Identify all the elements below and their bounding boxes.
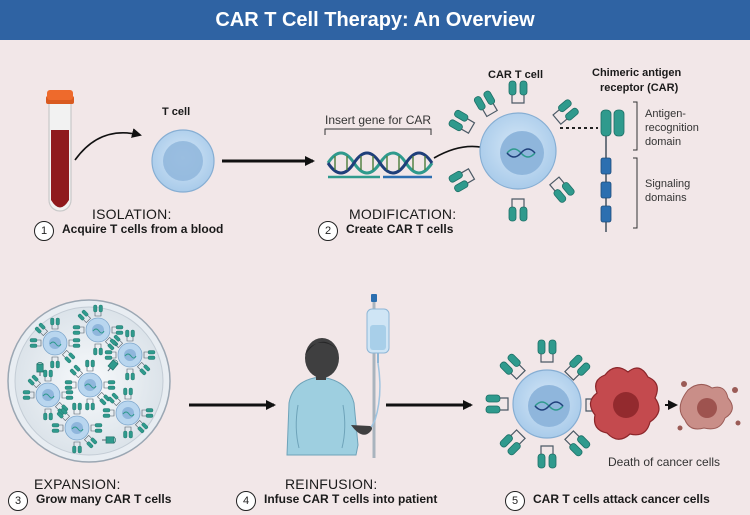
car-t-cell-icon bbox=[447, 80, 581, 222]
antigen-label-2: recognition bbox=[645, 122, 699, 134]
insert-gene-bracket bbox=[324, 128, 432, 135]
signaling-bracket bbox=[633, 157, 638, 229]
iv-bag-icon bbox=[366, 294, 390, 458]
step5-desc: CAR T cells attack cancer cells bbox=[533, 492, 710, 506]
step1-title: ISOLATION: bbox=[92, 206, 172, 222]
step2-title: MODIFICATION: bbox=[349, 206, 457, 222]
car-t-cell-label: CAR T cell bbox=[488, 69, 544, 81]
t-cell-icon bbox=[151, 129, 215, 193]
step3-number: 3 bbox=[8, 491, 28, 511]
step1-desc: Acquire T cells from a blood bbox=[62, 222, 224, 236]
signaling-label-1: Signaling bbox=[645, 178, 691, 190]
step4-number: 4 bbox=[236, 491, 256, 511]
car-receptor-icon bbox=[600, 109, 625, 232]
blood-tube-icon bbox=[46, 90, 74, 212]
attacking-car-t-cell-icon bbox=[485, 339, 609, 469]
step2-number: 2 bbox=[318, 221, 338, 241]
antigen-label-1: Antigen- bbox=[645, 108, 686, 120]
car-header-line1: Chimeric antigen bbox=[592, 67, 682, 79]
step2-desc: Create CAR T cells bbox=[346, 222, 454, 236]
dna-helix-icon bbox=[326, 151, 434, 179]
tube-to-cell-arrow bbox=[74, 128, 142, 161]
petri-dish-icon bbox=[7, 299, 171, 463]
step3-desc: Grow many CAR T cells bbox=[36, 492, 172, 506]
antigen-label-3: domain bbox=[645, 136, 682, 148]
step3-title: EXPANSION: bbox=[34, 476, 121, 492]
step4-title: REINFUSION: bbox=[285, 476, 378, 492]
cancer-cell-icon bbox=[589, 367, 660, 440]
death-label: Death of cancer cells bbox=[608, 455, 721, 469]
diagram-title: CAR T Cell Therapy: An Overview bbox=[215, 9, 535, 31]
car-header-line2: receptor (CAR) bbox=[600, 82, 679, 94]
t-cell-label: T cell bbox=[162, 106, 191, 118]
dead-cancer-cell-icon bbox=[677, 381, 741, 431]
step4-desc: Infuse CAR T cells into patient bbox=[264, 492, 438, 506]
antigen-bracket bbox=[633, 101, 638, 151]
title-banner bbox=[0, 0, 750, 40]
step1-number: 1 bbox=[34, 221, 54, 241]
patient-icon bbox=[286, 338, 372, 456]
insert-gene-label: Insert gene for CAR bbox=[325, 113, 432, 127]
signaling-label-2: domains bbox=[645, 192, 687, 204]
step5-number: 5 bbox=[505, 491, 525, 511]
